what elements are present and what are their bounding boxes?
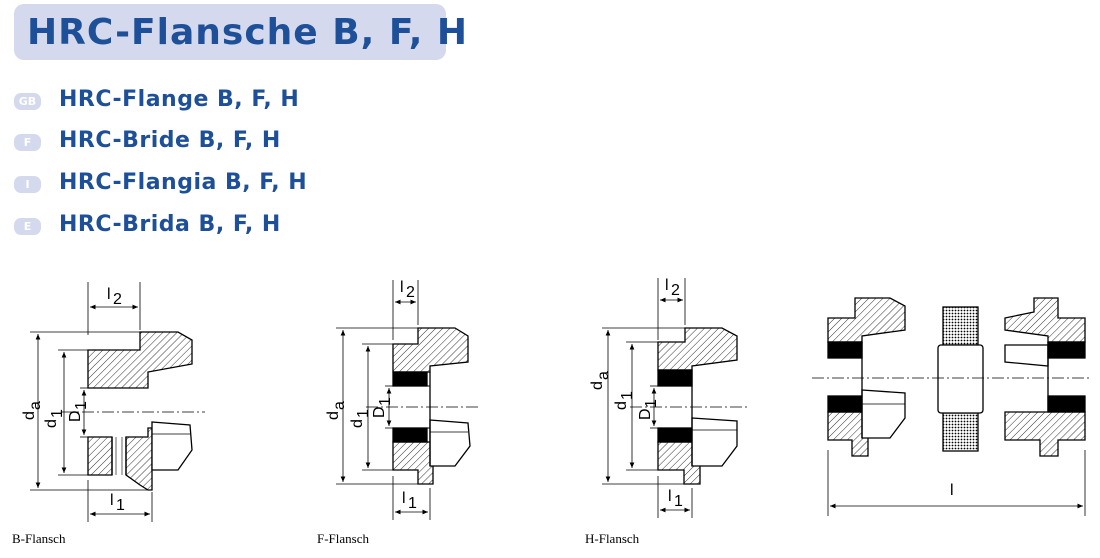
page-title: HRC-Flansche B, F, H	[27, 12, 469, 53]
svg-text:1: 1	[116, 497, 125, 514]
svg-text:d: d	[613, 401, 630, 410]
svg-text:D: D	[67, 410, 84, 422]
svg-text:l: l	[110, 492, 114, 509]
svg-text:1: 1	[643, 399, 660, 408]
assembly-dimension-labels: l	[950, 482, 954, 499]
svg-text:2: 2	[406, 284, 415, 301]
svg-text:1: 1	[49, 409, 66, 418]
svg-text:a: a	[595, 371, 612, 380]
svg-text:d: d	[325, 411, 342, 420]
title-banner	[14, 4, 446, 60]
language-badge: GB	[14, 93, 41, 110]
svg-text:1: 1	[674, 493, 683, 510]
language-label: HRC-Brida B, F, H	[59, 212, 281, 237]
f-flange-drawing	[336, 280, 480, 520]
svg-text:a: a	[331, 401, 348, 410]
h-flange-dimension-labels: l 2 l 1 d a d 1 D 1	[589, 277, 683, 510]
svg-text:1: 1	[355, 409, 372, 418]
svg-text:D: D	[637, 408, 654, 420]
svg-text:d: d	[589, 381, 606, 390]
b-flange-dimension-labels: l 2 l 1 d a d 1 D 1	[21, 286, 125, 514]
svg-text:2: 2	[671, 282, 680, 299]
language-badge: I	[14, 176, 41, 193]
h-flange-drawing	[602, 278, 748, 518]
svg-text:1: 1	[619, 391, 636, 400]
caption-f-flange: F-Flansch	[317, 531, 369, 546]
f-flange-dimension-labels: l 2 l 1 d a d 1 D 1	[325, 279, 417, 512]
svg-text:1: 1	[73, 401, 90, 410]
svg-text:l: l	[665, 277, 669, 294]
language-label: HRC-Flange B, F, H	[59, 87, 300, 112]
svg-text:l: l	[400, 279, 404, 296]
caption-h-flange: H-Flansch	[585, 531, 640, 546]
svg-text:d: d	[349, 419, 366, 428]
language-badge: F	[14, 134, 41, 151]
b-flange-drawing	[30, 282, 205, 522]
svg-text:d: d	[43, 419, 60, 428]
svg-text:l: l	[107, 286, 111, 303]
svg-text:1: 1	[408, 495, 417, 512]
svg-text:l: l	[402, 490, 406, 507]
language-badge: E	[14, 218, 41, 235]
svg-text:d: d	[21, 411, 38, 420]
svg-text:1: 1	[377, 397, 394, 406]
svg-text:l: l	[668, 488, 672, 505]
svg-text:a: a	[27, 401, 44, 410]
assembly-drawing	[812, 297, 1092, 516]
caption-b-flange: B-Flansch	[12, 531, 66, 546]
svg-text:l: l	[950, 482, 954, 499]
language-label: HRC-Flangia B, F, H	[59, 170, 308, 195]
svg-text:D: D	[371, 406, 388, 418]
language-label: HRC-Bride B, F, H	[59, 128, 281, 153]
svg-text:2: 2	[113, 291, 122, 308]
